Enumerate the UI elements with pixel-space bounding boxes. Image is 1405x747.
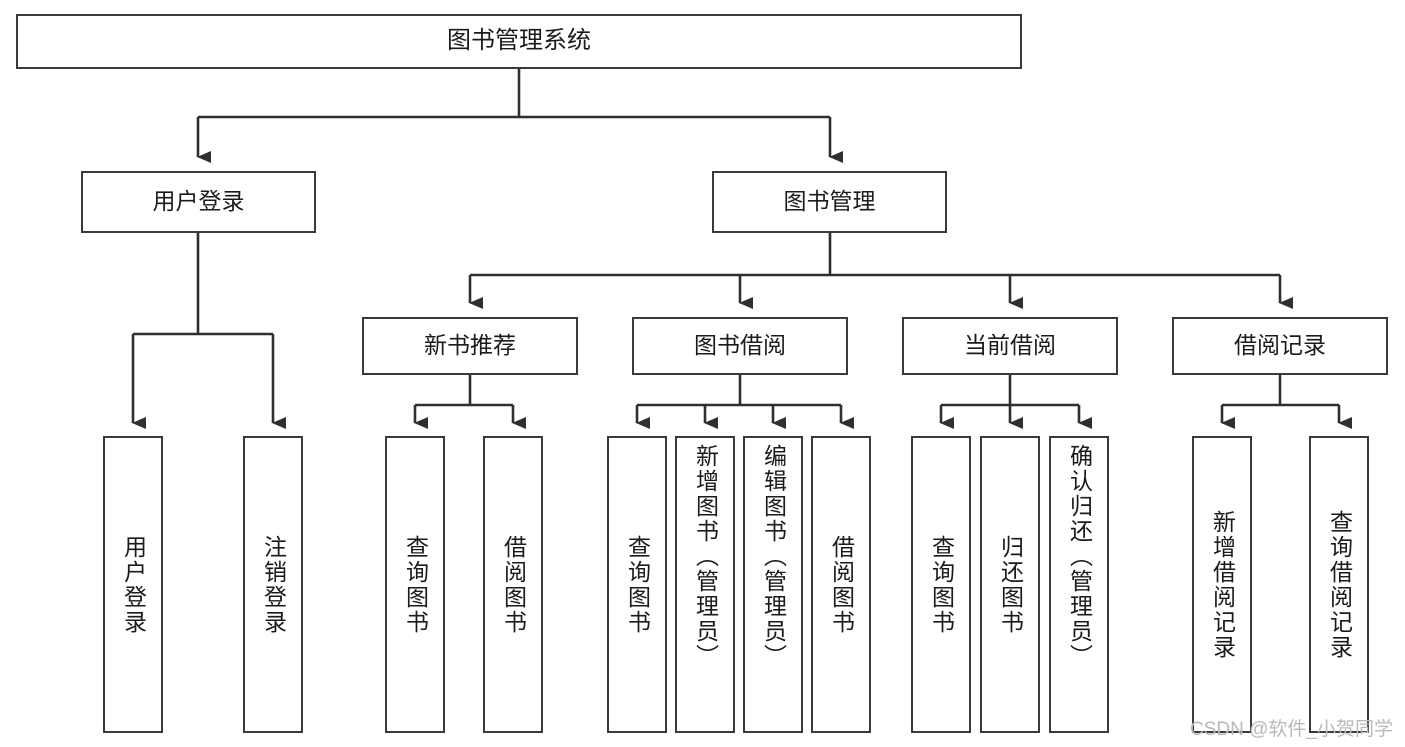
leaf-user-login-logout-label: 注销登录 — [260, 534, 287, 635]
leaf-new-book-query-book-label: 查询图书 — [402, 534, 429, 635]
leaf-book-borrow-query-book[interactable]: 查询图书 — [607, 436, 667, 733]
leaf-user-login-login[interactable]: 用户登录 — [103, 436, 163, 733]
node-user-login-label: 用户登录 — [152, 188, 245, 215]
leaf-book-borrow-add-book[interactable]: 新增图书（管理员） — [675, 436, 735, 733]
leaf-current-borrow-return-book[interactable]: 归还图书 — [980, 436, 1040, 733]
leaf-new-book-borrow-book[interactable]: 借阅图书 — [483, 436, 543, 733]
leaf-book-borrow-borrow-book-label: 借阅图书 — [828, 534, 855, 635]
leaf-user-login-logout[interactable]: 注销登录 — [243, 436, 303, 733]
node-book-management-label: 图书管理 — [783, 188, 876, 215]
leaf-new-book-borrow-book-label: 借阅图书 — [500, 534, 527, 635]
node-book-management[interactable]: 图书管理 — [712, 171, 947, 233]
leaf-borrow-record-query-record[interactable]: 查询借阅记录 — [1309, 436, 1369, 733]
leaf-current-borrow-confirm-return[interactable]: 确认归还（管理员） — [1049, 436, 1109, 733]
leaf-current-borrow-query-book-label: 查询图书 — [928, 534, 955, 635]
node-borrow-record-label: 借阅记录 — [1234, 332, 1326, 359]
node-root-label: 图书管理系统 — [447, 27, 591, 55]
leaf-user-login-login-label: 用户登录 — [120, 534, 147, 635]
node-book-borrow[interactable]: 图书借阅 — [632, 317, 848, 375]
leaf-book-borrow-add-book-label: 新增图书（管理员） — [692, 444, 719, 669]
leaf-borrow-record-query-record-label: 查询借阅记录 — [1326, 509, 1353, 660]
leaf-book-borrow-borrow-book[interactable]: 借阅图书 — [811, 436, 871, 733]
leaf-current-borrow-return-book-label: 归还图书 — [997, 534, 1024, 635]
leaf-book-borrow-query-book-label: 查询图书 — [624, 534, 651, 635]
node-current-borrow-label: 当前借阅 — [964, 332, 1056, 359]
node-new-book-recommend-label: 新书推荐 — [424, 332, 516, 359]
leaf-new-book-query-book[interactable]: 查询图书 — [385, 436, 445, 733]
node-new-book-recommend[interactable]: 新书推荐 — [362, 317, 578, 375]
node-user-login[interactable]: 用户登录 — [81, 171, 316, 233]
leaf-borrow-record-add-record-label: 新增借阅记录 — [1209, 509, 1236, 660]
leaf-current-borrow-query-book[interactable]: 查询图书 — [911, 436, 971, 733]
node-borrow-record[interactable]: 借阅记录 — [1172, 317, 1388, 375]
node-book-borrow-label: 图书借阅 — [694, 332, 786, 359]
leaf-borrow-record-add-record[interactable]: 新增借阅记录 — [1192, 436, 1252, 733]
node-current-borrow[interactable]: 当前借阅 — [902, 317, 1118, 375]
node-root-book-management-system[interactable]: 图书管理系统 — [16, 14, 1022, 69]
leaf-book-borrow-edit-book[interactable]: 编辑图书（管理员） — [743, 436, 803, 733]
leaf-book-borrow-edit-book-label: 编辑图书（管理员） — [760, 444, 787, 669]
leaf-current-borrow-confirm-return-label: 确认归还（管理员） — [1066, 444, 1093, 669]
